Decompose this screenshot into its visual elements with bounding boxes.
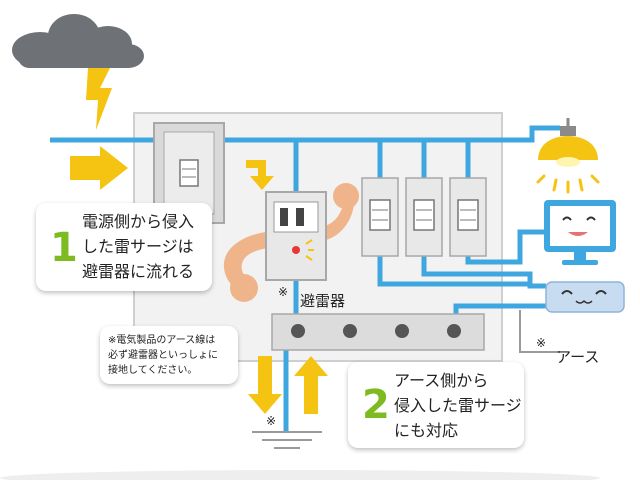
callout-number: 2 xyxy=(362,382,390,428)
lightning-arrester xyxy=(265,191,327,281)
callout-line: 避雷器に流れる xyxy=(82,262,195,281)
thundercloud-icon xyxy=(12,14,144,68)
branch-breaker xyxy=(405,177,443,257)
callout-line: アース側から xyxy=(394,371,489,390)
surge-arrow-power-side xyxy=(70,146,128,190)
earth-wire xyxy=(519,310,560,353)
ground-terminal-bar xyxy=(271,313,485,351)
surge-arrow-to-arrester xyxy=(246,160,274,190)
surge-arrow-up xyxy=(294,356,328,414)
lightning-bolt-icon xyxy=(86,68,112,130)
ground-symbol-icon xyxy=(252,431,322,449)
callout-earth-side: 2 アース側から 侵入した雷サージ にも対応 xyxy=(348,362,524,448)
ground-note-mark: ※ xyxy=(266,414,277,428)
callout-line: 電源側から侵入 xyxy=(82,212,195,231)
branch-breaker xyxy=(449,177,487,257)
note-line: ※電気製品のアース線は xyxy=(108,335,216,346)
arrester-note-mark: ※ xyxy=(278,285,289,299)
note-line: 接地してください。 xyxy=(108,365,198,376)
earth-label: アース xyxy=(556,348,600,366)
callout-power-side: 1 電源側から侵入 した雷サージは 避雷器に流れる xyxy=(36,203,212,291)
monitor-icon xyxy=(544,200,616,265)
note-line: 必ず避雷器といっしょに xyxy=(108,350,218,361)
arrester-arm-right xyxy=(324,183,359,240)
surge-arrow-down xyxy=(248,356,282,414)
arrester-arm-left xyxy=(223,232,268,302)
earth-note-mark: ※ xyxy=(536,336,547,350)
callout-number: 1 xyxy=(50,225,78,271)
pendant-lamp-icon xyxy=(536,118,600,194)
router-icon xyxy=(545,281,625,313)
floor-shadow xyxy=(0,470,600,480)
indicator-lamp xyxy=(292,246,300,254)
branch-breaker xyxy=(361,177,399,257)
callout-line: にも対応 xyxy=(394,421,459,440)
arrester-label: 避雷器 xyxy=(300,292,346,310)
earth-wire-note: ※電気製品のアース線は 必ず避雷器といっしょに 接地してください。 xyxy=(100,326,238,384)
callout-line: した雷サージは xyxy=(82,237,194,256)
callout-line: 侵入した雷サージ xyxy=(394,396,522,415)
